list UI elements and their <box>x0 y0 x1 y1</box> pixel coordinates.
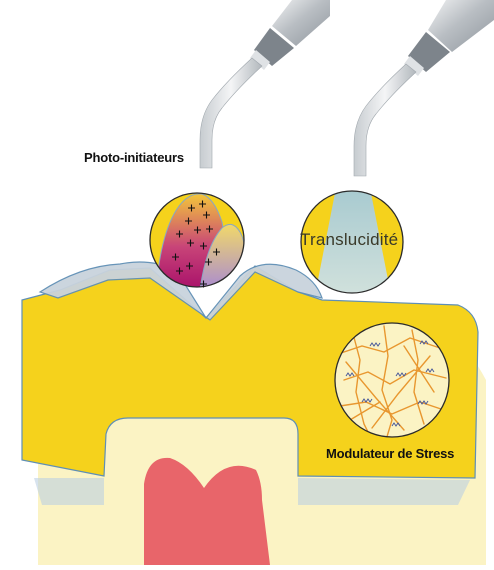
photo-initiators-label: Photo-initiateurs <box>84 150 184 165</box>
enamel-side-right <box>298 478 470 505</box>
enamel-side-left <box>34 478 104 505</box>
stress-modulator-label: Modulateur de Stress <box>326 446 454 461</box>
translucency-label: Translucidité <box>300 230 398 250</box>
curing-light-left <box>200 0 330 168</box>
curing-light-right <box>354 0 494 176</box>
